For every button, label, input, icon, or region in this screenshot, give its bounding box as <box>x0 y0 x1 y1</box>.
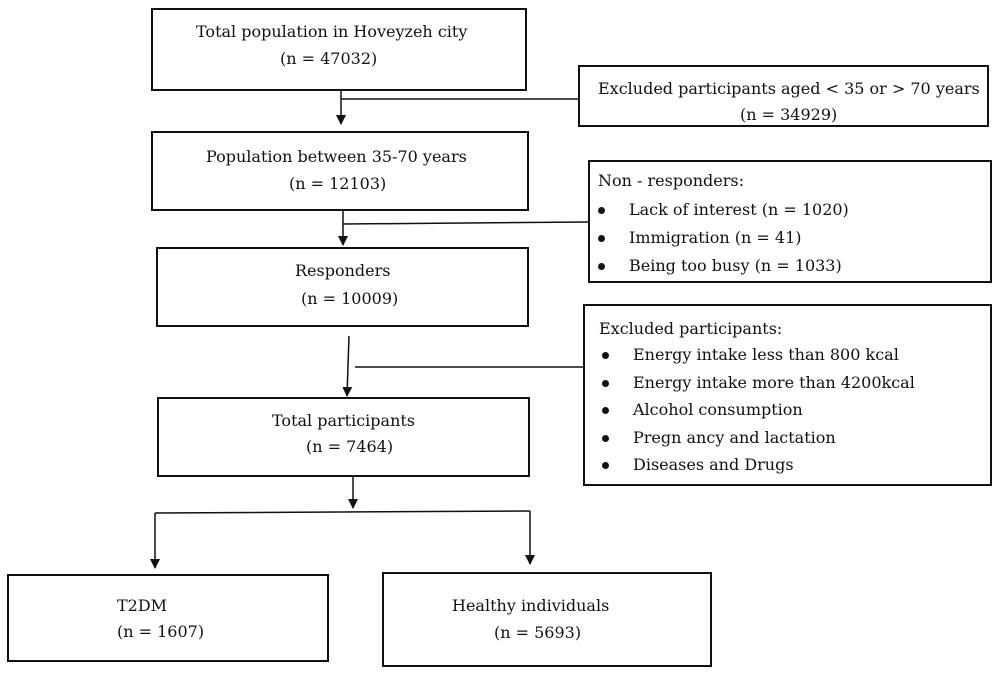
healthy-box: Healthy individuals (n = 5693) <box>382 572 712 667</box>
bullet-icon <box>602 407 609 414</box>
excluded-item: Energy intake less than 800 kcal <box>633 345 899 364</box>
bullet-icon <box>602 352 609 359</box>
excluded-item: Pregn ancy and lactation <box>633 428 836 447</box>
excluded-item: Diseases and Drugs <box>633 455 794 474</box>
responders-title: Responders <box>295 261 391 280</box>
population-35-70-box: Population between 35-70 years (n = 1210… <box>151 131 529 211</box>
split-bar <box>154 510 531 514</box>
bullet-icon <box>602 380 609 387</box>
excluded-item: Alcohol consumption <box>633 400 803 419</box>
responders-box: Responders (n = 10009) <box>156 247 529 327</box>
arrow-responders-to-participants <box>342 335 353 397</box>
total-participants-box: Total participants (n = 7464) <box>157 397 530 477</box>
bullet-icon <box>598 235 605 242</box>
healthy-title: Healthy individuals <box>452 596 610 615</box>
t2dm-title: T2DM <box>117 596 168 615</box>
non-responder-item: Lack of interest (n = 1020) <box>629 200 849 219</box>
excluded-age-count: (n = 34929) <box>740 105 838 124</box>
population-35-70-count: (n = 12103) <box>289 174 387 193</box>
non-responders-title: Non - responders: <box>598 171 744 190</box>
population-35-70-title: Population between 35-70 years <box>206 147 467 166</box>
excluded-age-box: Excluded participants aged < 35 or > 70 … <box>578 65 989 127</box>
non-responders-box: Non - responders: Lack of interest (n = … <box>588 160 992 283</box>
branch-non-responders <box>342 221 589 225</box>
bullet-icon <box>598 207 605 214</box>
total-participants-title: Total participants <box>272 411 416 430</box>
bullet-icon <box>598 263 605 270</box>
total-population-count: (n = 47032) <box>280 49 378 68</box>
excluded-item: Energy intake more than 4200kcal <box>633 373 915 392</box>
total-participants-count: (n = 7464) <box>306 437 394 456</box>
excluded-participants-box: Excluded participants: Energy intake les… <box>583 304 992 486</box>
bullet-icon <box>602 435 609 442</box>
total-population-title: Total population in Hoveyzeh city <box>196 22 468 41</box>
bullet-icon <box>602 462 609 469</box>
healthy-count: (n = 5693) <box>494 623 582 642</box>
non-responder-item: Being too busy (n = 1033) <box>629 256 842 275</box>
total-population-box: Total population in Hoveyzeh city (n = 4… <box>151 8 527 91</box>
t2dm-box: T2DM (n = 1607) <box>7 574 329 662</box>
responders-count: (n = 10009) <box>301 289 399 308</box>
t2dm-count: (n = 1607) <box>117 622 205 641</box>
excluded-age-title: Excluded participants aged < 35 or > 70 … <box>598 79 980 98</box>
excluded-participants-title: Excluded participants: <box>599 319 783 338</box>
non-responder-item: Immigration (n = 41) <box>629 228 802 247</box>
